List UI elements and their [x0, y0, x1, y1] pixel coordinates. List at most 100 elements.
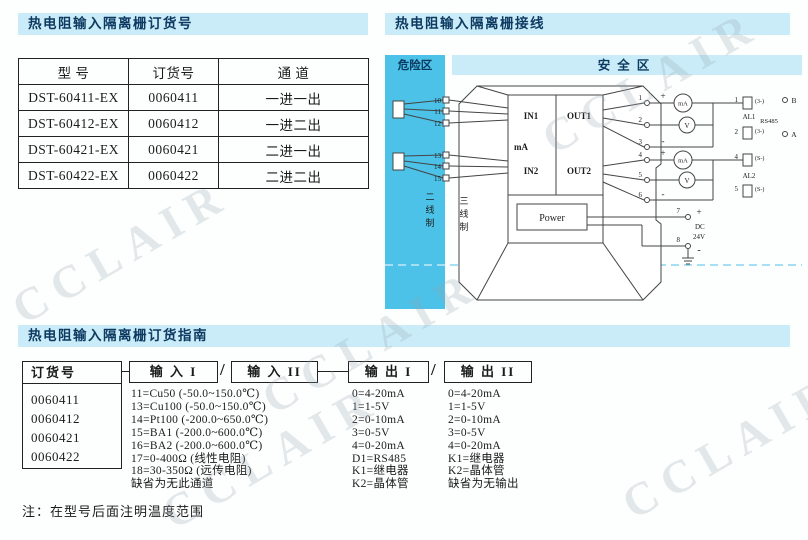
input-option: 17=0-400Ω (线性电阻): [131, 452, 246, 465]
connector-line: [318, 371, 348, 372]
cell-channel: 一进二出: [218, 110, 369, 137]
cell-channel: 二进二出: [218, 162, 369, 189]
hazard-zone-strip: [385, 55, 445, 309]
al1-label: AL1: [743, 113, 756, 121]
load-icon: [742, 153, 753, 167]
minus-sign: -: [662, 189, 665, 199]
output1-options-list: 0=4-20mA 1=1-5V 2=0-10mA 3=0-5V 4=0-20mA…: [352, 388, 409, 491]
cell-model: DST-60412-EX: [18, 110, 129, 137]
order-table-title: 热电阻输入隔离栅订货号: [18, 13, 368, 35]
terminal-8: 8: [677, 236, 681, 244]
cell-model: DST-60422-EX: [18, 162, 129, 189]
order-table-header-row: 型 号 订货号 通 道: [18, 58, 369, 85]
in2-label: IN2: [524, 166, 539, 176]
output1-option: 3=0-5V: [352, 426, 390, 439]
alt-terminal-2-tag: (3-): [755, 128, 764, 135]
output2-option: 2=0-10mA: [448, 413, 501, 426]
power-label: Power: [539, 213, 565, 224]
hazard-zone-label: 危险区: [397, 58, 433, 72]
plus-sign: +: [696, 207, 701, 217]
ma-meter-label: mA: [678, 101, 688, 108]
input-option: 14=Pt100 (-200.0~650.0℃): [131, 413, 269, 426]
slash-separator: /: [431, 360, 436, 379]
ma-label: mA: [514, 142, 528, 152]
output1-option: 1=1-5V: [352, 400, 390, 413]
output2-option: 4=0-20mA: [448, 439, 501, 452]
two-wire-label: 制: [425, 217, 434, 228]
cell-orderno: 0060421: [128, 136, 219, 163]
order-no-values: 0060411 0060412 0060421 0060422: [23, 384, 121, 466]
rtd-sensor-1-icon: [392, 100, 405, 119]
out1-label: OUT1: [567, 111, 592, 121]
rs485-b-label: B: [791, 96, 796, 105]
rs485-label: RS485: [760, 118, 778, 125]
input-option: 11=Cu50 (-50.0~150.0℃): [131, 388, 260, 400]
terminal-12: 12: [434, 120, 442, 128]
wiring-diagram: 危险区 安全区 IN1 mA IN2 OUT1 OUT2 Power 10 11…: [385, 55, 802, 309]
order-no-value: 0060411: [31, 392, 80, 407]
cell-model: DST-60421-EX: [18, 136, 129, 163]
in1-label: IN1: [524, 111, 539, 121]
watermark-text: CCLAIR: [613, 364, 808, 529]
output1-option: D1=RS485: [352, 452, 407, 465]
v-meter-label: V: [684, 177, 689, 185]
load-icon: [742, 184, 753, 198]
table-row: DST-60412-EX 0060412 一进二出: [18, 110, 369, 137]
table-row: DST-60422-EX 0060422 二进二出: [18, 162, 369, 189]
input-option: 16=BA2 (-200.0~600.0℃): [131, 439, 263, 452]
alt-terminal-1-tag: (3-): [755, 98, 764, 105]
v-meter-label: V: [684, 122, 689, 130]
terminal-10: 10: [434, 97, 442, 105]
terminal-13: 13: [434, 152, 442, 160]
terminal-15: 15: [434, 175, 442, 183]
ma-meter-label: mA: [678, 158, 688, 165]
guide-title: 热电阻输入隔离栅订货指南: [18, 325, 790, 347]
output2-header-box: 输 出 II: [444, 361, 532, 383]
column-header-channel: 通 道: [218, 58, 369, 85]
output2-option: 0=4-20mA: [448, 388, 501, 400]
load-icon: [742, 126, 753, 140]
alt-terminal-4-tag: (S-): [755, 155, 764, 162]
safe-zone-label: 安全区: [598, 58, 657, 73]
table-row: DST-60411-EX 0060411 一进一出: [18, 84, 369, 111]
cell-channel: 一进一出: [218, 84, 369, 111]
rs485-a-label: A: [791, 130, 797, 139]
minus-sign: -: [662, 136, 665, 146]
dc-label: DC: [695, 223, 705, 231]
cell-orderno: 0060412: [128, 110, 219, 137]
terminal-11: 11: [434, 108, 441, 116]
terminal-5: 5: [639, 171, 643, 179]
terminal-14: 14: [434, 163, 442, 171]
order-no-value: 0060421: [31, 430, 80, 445]
output1-header-box: 输 出 I: [348, 361, 429, 383]
alt-terminal-2: 2: [735, 128, 739, 136]
connector-line: [122, 371, 129, 372]
slash-separator: /: [220, 360, 225, 379]
plus-sign: +: [660, 148, 665, 158]
cell-orderno: 0060422: [128, 162, 219, 189]
rtd-sensor-2-icon: [392, 152, 405, 171]
plus-sign: +: [660, 91, 665, 101]
terminal-3: 3: [639, 138, 643, 146]
alt-terminal-4: 4: [735, 153, 739, 161]
order-no-header: 订货号: [23, 362, 121, 384]
two-wire-label: 线: [425, 204, 434, 215]
safe-zone-bar: [452, 55, 802, 75]
output1-option: K2=晶体管: [352, 478, 409, 491]
al2-label: AL2: [743, 172, 756, 180]
terminal-1: 1: [639, 94, 643, 102]
table-row: DST-60421-EX 0060421 二进一出: [18, 136, 369, 163]
input1-header-box: 输 入 I: [129, 361, 218, 383]
column-header-model: 型 号: [18, 58, 129, 85]
terminal-7: 7: [677, 207, 681, 215]
three-wire-label: 三: [459, 196, 468, 206]
output2-options-list: 0=4-20mA 1=1-5V 2=0-10mA 3=0-5V 4=0-20mA…: [448, 388, 519, 491]
output2-option: 3=0-5V: [448, 426, 486, 439]
terminal-6: 6: [639, 191, 643, 199]
order-no-value: 0060422: [31, 449, 80, 464]
input-option: 缺省为无此通道: [131, 478, 214, 491]
terminal-2: 2: [639, 116, 643, 124]
three-wire-label: 线: [459, 208, 468, 219]
alt-terminal-1: 1: [735, 96, 739, 104]
two-wire-label: 二: [425, 192, 434, 202]
